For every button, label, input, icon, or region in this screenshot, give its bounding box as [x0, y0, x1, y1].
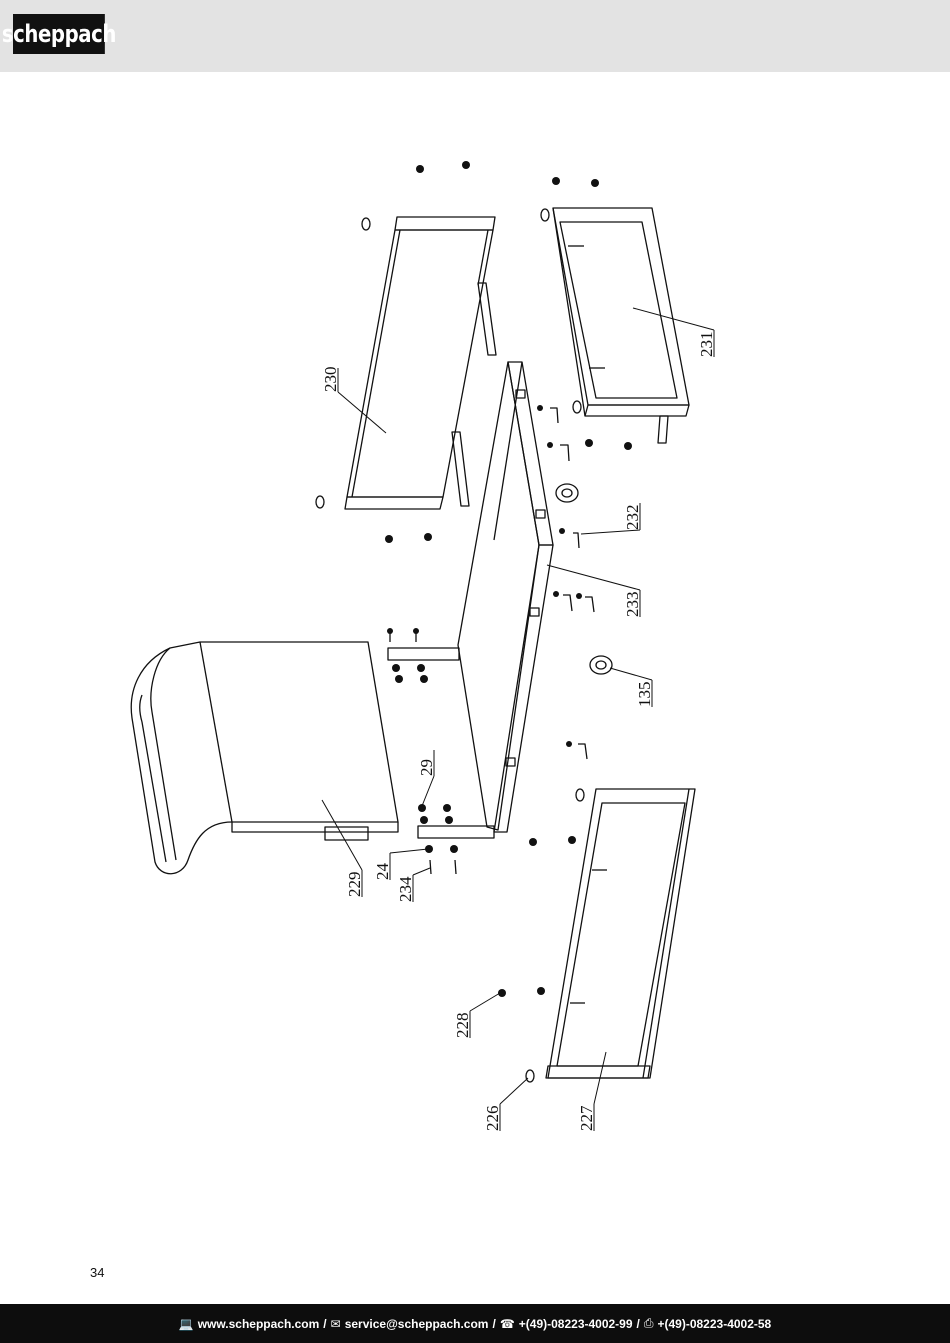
footer-contact-bar: 💻 www.scheppach.com / ✉ service@scheppac…: [0, 1304, 950, 1343]
part-227-frame: [545, 788, 696, 1079]
page-number: 34: [90, 1265, 105, 1280]
callout-234: 234: [396, 876, 415, 902]
part-226-knobs: [315, 208, 585, 1083]
callout-227: 227: [577, 1105, 596, 1131]
part-230-rail: [344, 216, 497, 510]
callout-135: 135: [635, 682, 654, 708]
callout-24: 24: [373, 863, 392, 881]
part-l-bolts: [389, 407, 595, 875]
callout-230: 230: [321, 367, 340, 393]
phone-icon: ☎: [499, 1316, 515, 1331]
envelope-icon: ✉: [330, 1316, 341, 1331]
brand-logo: scheppach: [2, 14, 116, 54]
part-231-frame: [552, 207, 690, 444]
footer-website-link[interactable]: www.scheppach.com: [197, 1316, 320, 1331]
footer-email-link[interactable]: service@scheppach.com: [344, 1316, 489, 1331]
footer-separator: /: [323, 1316, 327, 1331]
part-233-panel: [457, 361, 554, 833]
part-229-tray: [130, 641, 399, 875]
callout-228: 228: [453, 1013, 472, 1039]
laptop-icon: 💻: [178, 1316, 194, 1331]
logo-text: scheppach: [1, 20, 117, 48]
footer-fax: +(49)-08223-4002-58: [657, 1316, 772, 1331]
footer-phone: +(49)-08223-4002-99: [518, 1316, 633, 1331]
part-washers: [385, 161, 632, 997]
callout-232: 232: [623, 505, 642, 531]
callout-29: 29: [417, 759, 436, 776]
leader-lines: [321, 307, 715, 1131]
header-band: [0, 0, 950, 72]
fax-icon: ⎙: [643, 1316, 654, 1330]
callout-233: 233: [623, 592, 642, 618]
part-brackets: [324, 647, 495, 841]
callout-231: 231: [697, 332, 716, 358]
callout-226: 226: [483, 1106, 502, 1132]
part-wheels: [555, 483, 613, 675]
callout-229: 229: [345, 872, 364, 898]
footer-separator: /: [636, 1316, 640, 1331]
footer-separator: /: [492, 1316, 496, 1331]
